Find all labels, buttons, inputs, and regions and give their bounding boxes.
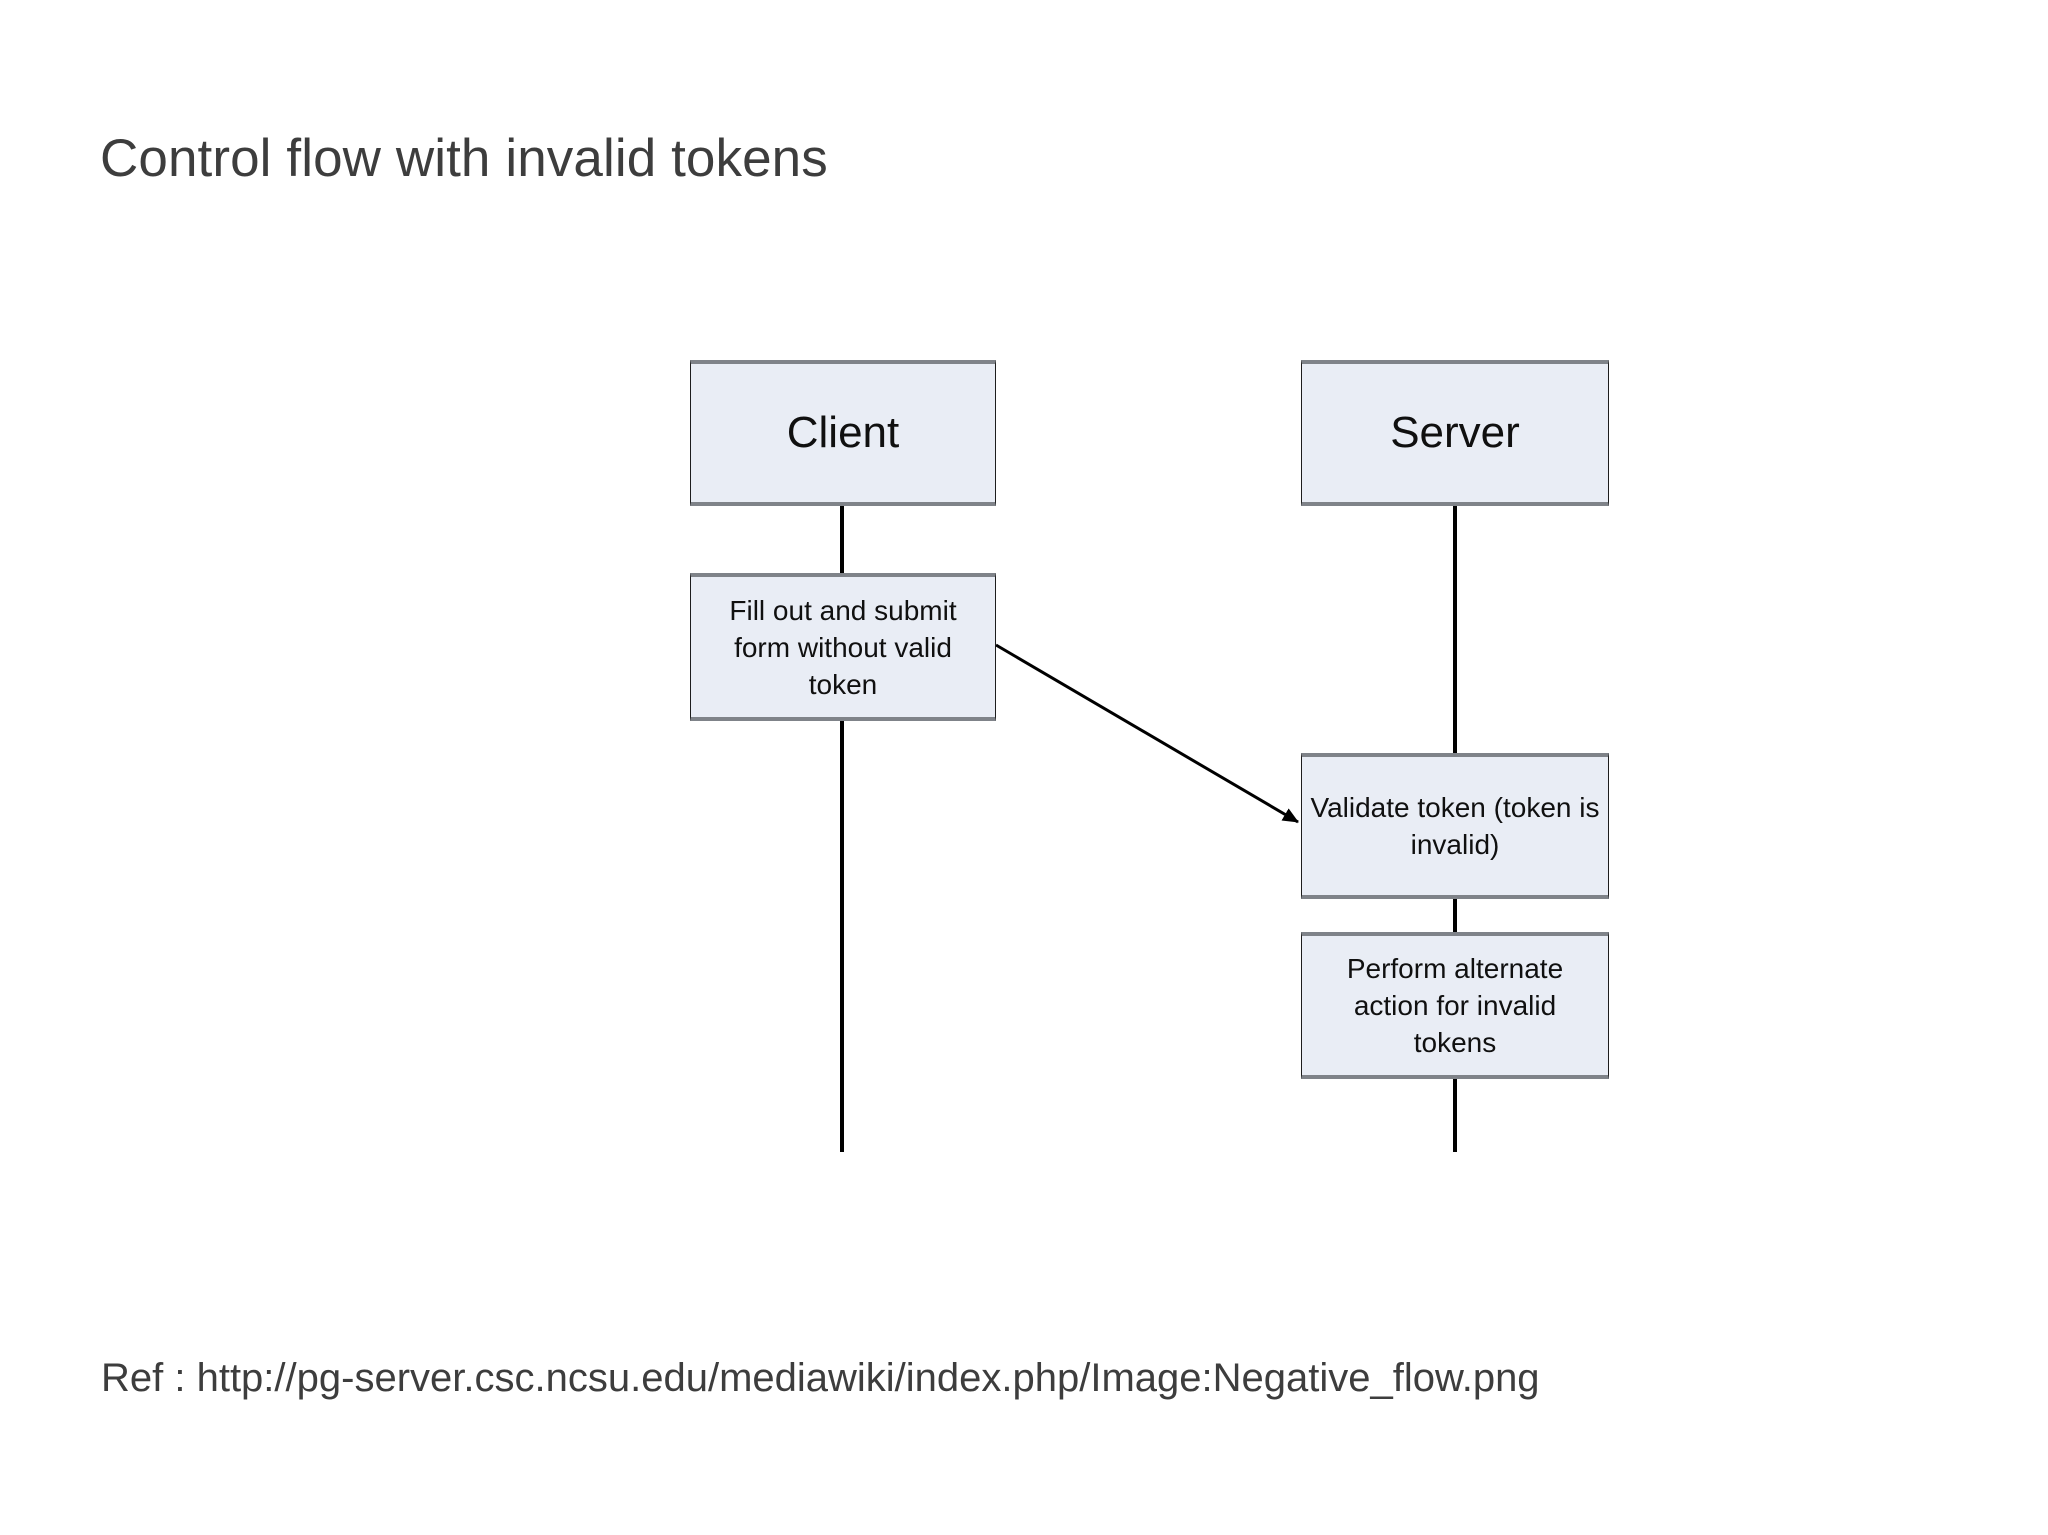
page-title: Control flow with invalid tokens — [100, 129, 828, 188]
reference-footer: Ref : http://pg-server.csc.ncsu.edu/medi… — [101, 1356, 1540, 1400]
lifeline-head-server[interactable]: Server — [1301, 360, 1609, 506]
activation-server-validate-token-label: Validate token (token is invalid) — [1310, 792, 1600, 860]
lifeline-head-client[interactable]: Client — [690, 360, 996, 506]
activation-server-validate-token[interactable]: Validate token (token is invalid) — [1301, 753, 1609, 899]
activation-client-fill-out-form-label: Fill out and submit form without valid t… — [729, 594, 957, 700]
activation-server-alternate-action-label: Perform alternate action for invalid tok… — [1346, 953, 1564, 1058]
activation-client-fill-out-form[interactable]: Fill out and submit form without valid t… — [690, 573, 996, 721]
lifeline-head-server-label: Server — [1390, 408, 1520, 457]
message-arrow-submit — [995, 643, 1299, 824]
lifeline-head-client-label: Client — [786, 408, 900, 457]
activation-server-alternate-action[interactable]: Perform alternate action for invalid tok… — [1301, 932, 1609, 1079]
